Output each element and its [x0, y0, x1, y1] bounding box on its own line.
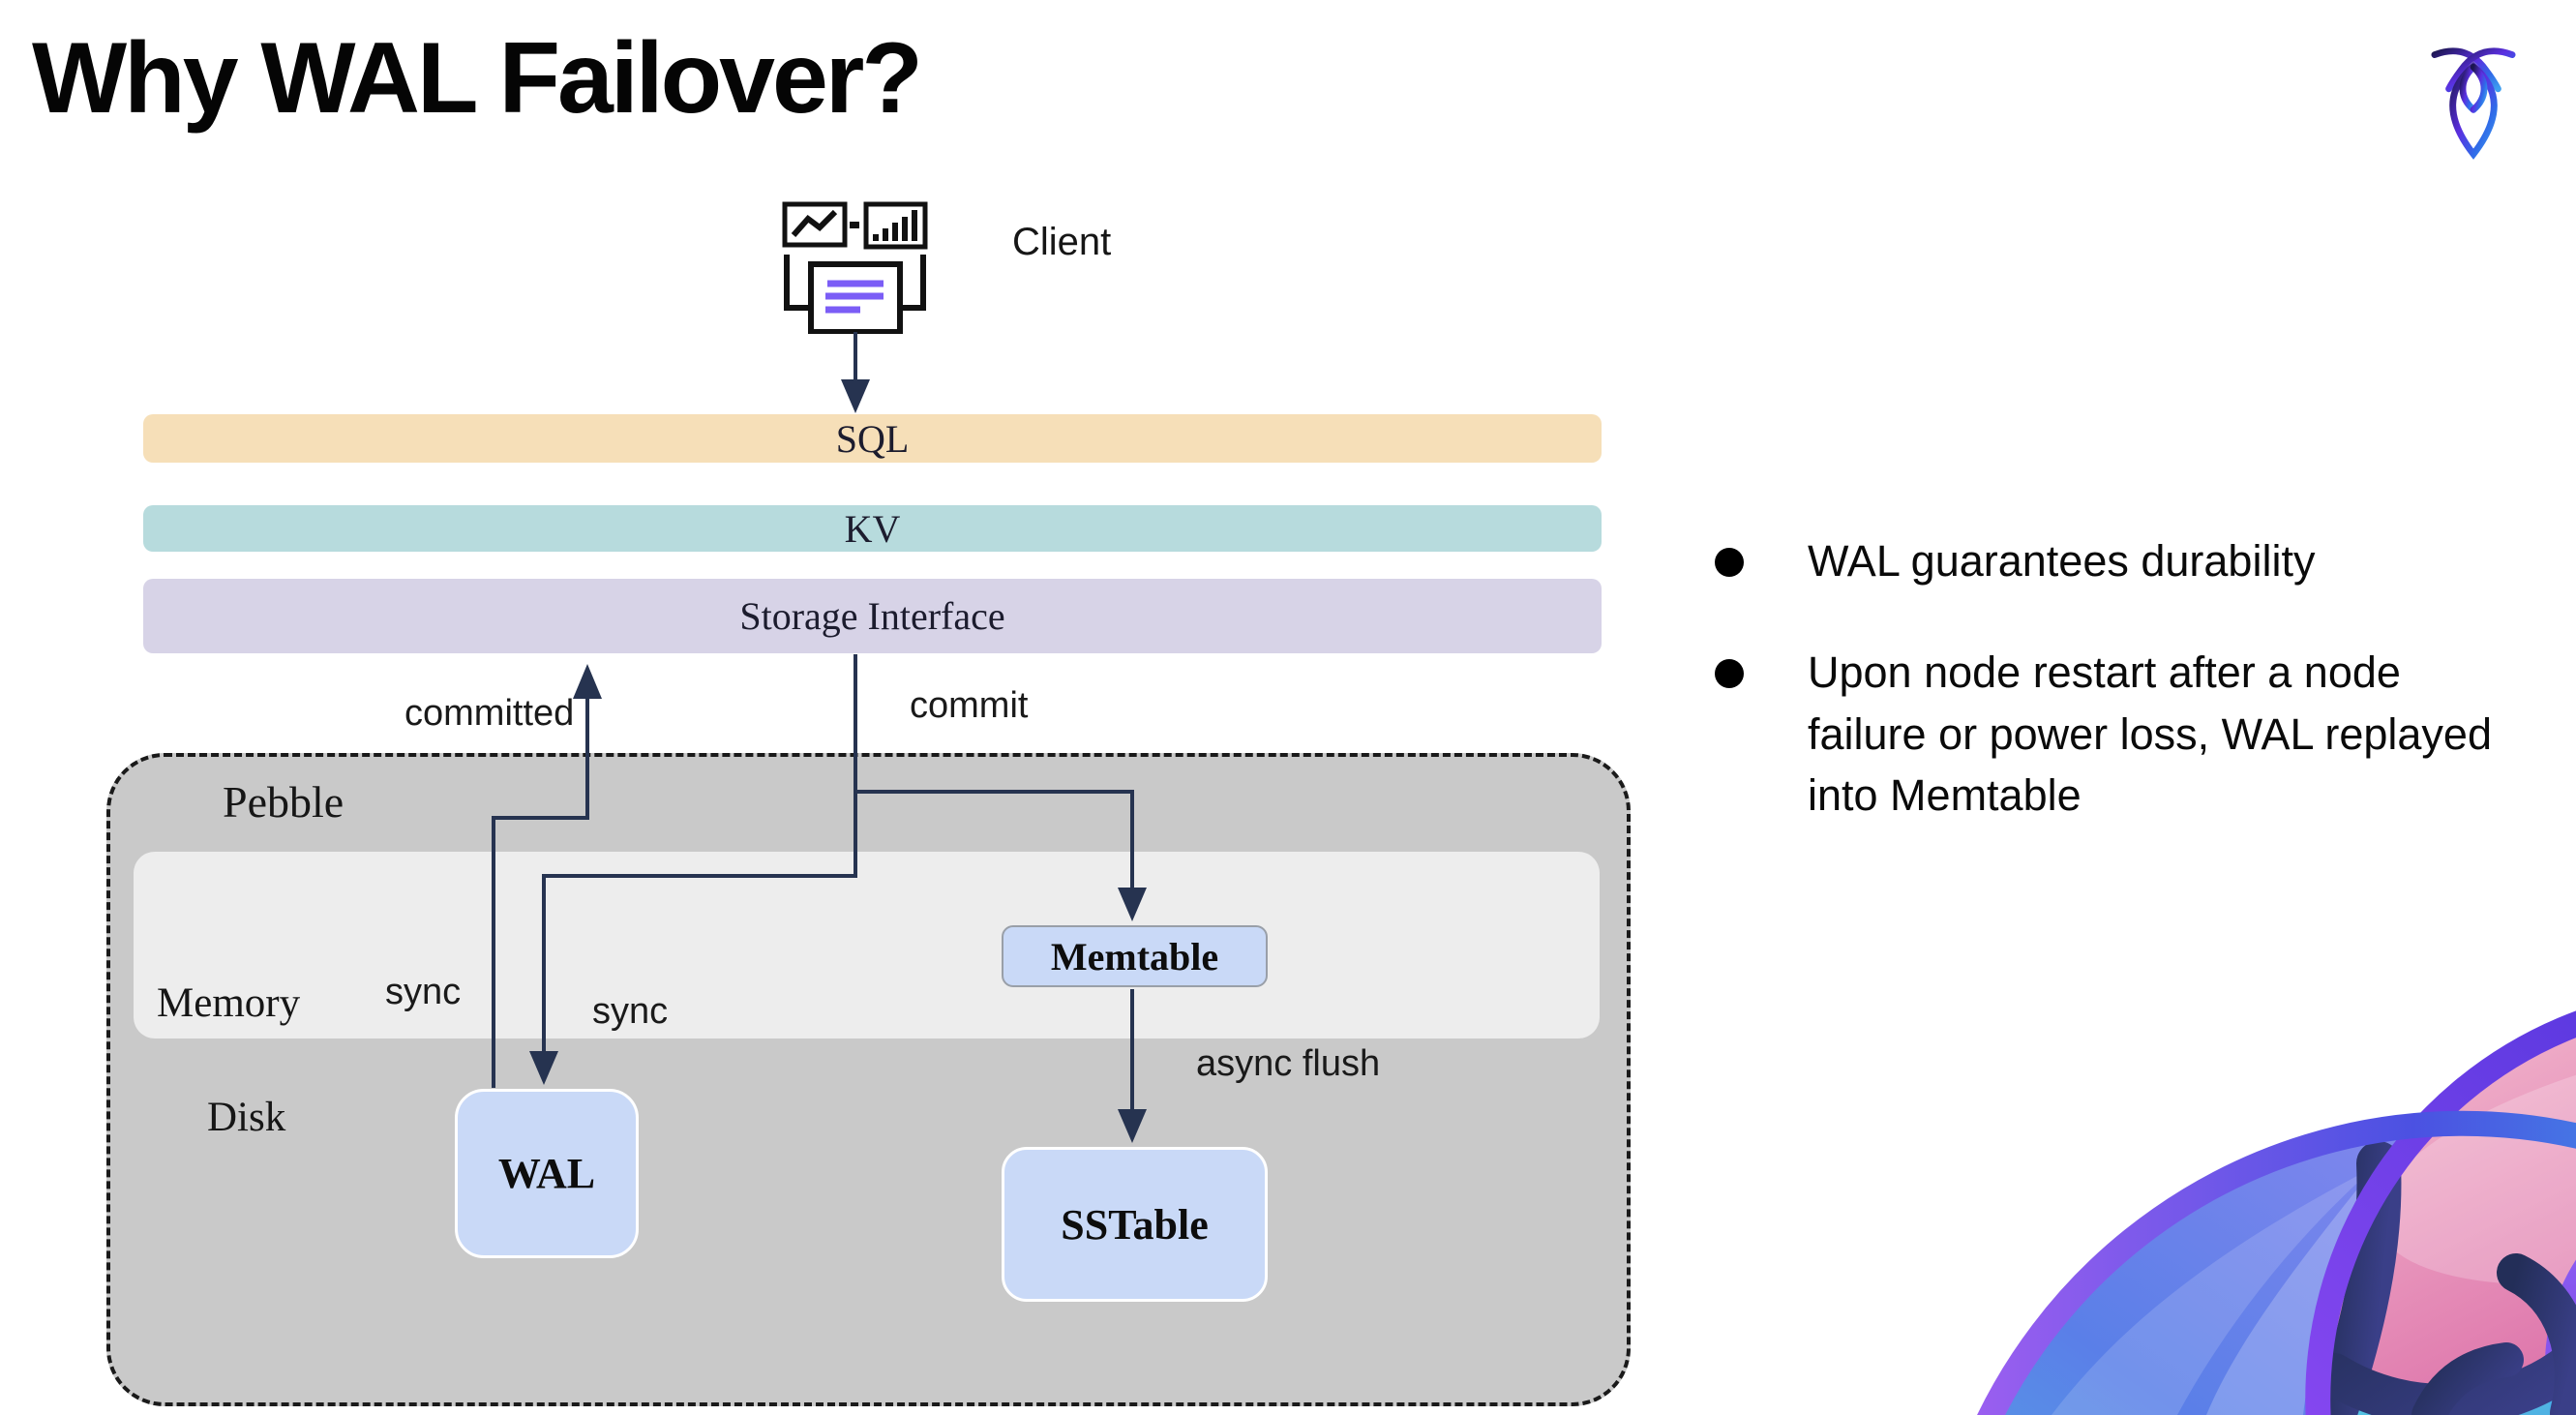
wal-box: WAL — [455, 1089, 639, 1258]
kv-layer-bar: KV — [143, 505, 1602, 552]
memtable-box: Memtable — [1002, 925, 1268, 987]
sql-layer-bar: SQL — [143, 414, 1602, 463]
cockroachdb-logo-icon — [2431, 41, 2516, 161]
committed-arrow-label: committed — [404, 693, 575, 734]
bullet-text: WAL guarantees durability — [1808, 536, 2316, 586]
pebble-label: Pebble — [223, 777, 344, 827]
bullet-item: WAL guarantees durability — [1715, 530, 2528, 591]
bullet-item: Upon node restart after a node failure o… — [1715, 642, 2528, 826]
page-title: Why WAL Failover? — [32, 22, 923, 135]
async-flush-arrow-label: async flush — [1196, 1043, 1381, 1084]
disk-label: Disk — [207, 1095, 286, 1140]
storage-interface-layer-bar: Storage Interface — [143, 579, 1602, 653]
commit-arrow-label: commit — [910, 685, 1029, 726]
sync-left-arrow-label: sync — [385, 972, 462, 1012]
bullet-dot — [1715, 659, 1744, 689]
memory-region — [134, 852, 1600, 1039]
bullet-list: WAL guarantees durability Upon node rest… — [1715, 530, 2528, 827]
memory-label: Memory — [157, 980, 301, 1026]
client-label: Client — [1012, 221, 1112, 263]
sync-right-arrow-label: sync — [592, 991, 669, 1032]
bullet-text: Upon node restart after a node failure o… — [1808, 647, 2492, 821]
sstable-box: SSTable — [1002, 1147, 1268, 1302]
client-terminal-icon — [779, 198, 931, 334]
brand-graphic — [1887, 958, 2576, 1415]
bullet-dot — [1715, 548, 1744, 577]
